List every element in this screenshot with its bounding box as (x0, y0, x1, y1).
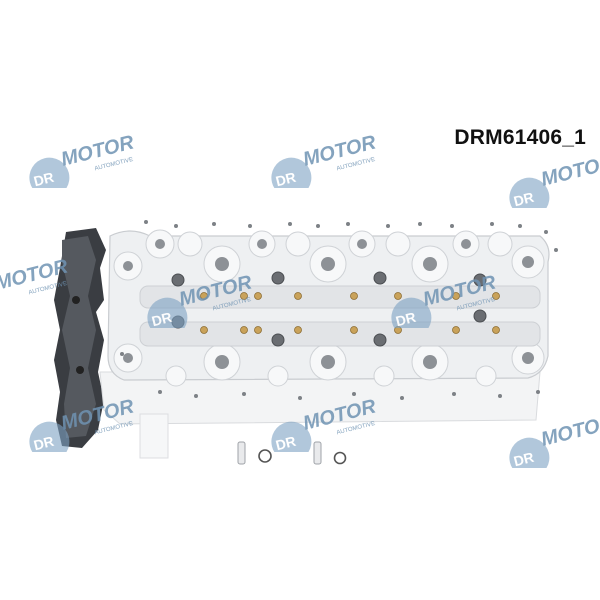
watermark-brand-left: DR (32, 433, 56, 452)
watermark-brand-left: DR (274, 433, 298, 452)
accessory-parts (237, 441, 347, 465)
dr-motor-watermark: DR MOTOR (509, 151, 600, 208)
dr-motor-watermark: DR MOTOR AUTOMOTIVE (29, 395, 137, 452)
end-flange (54, 228, 106, 448)
watermark-brand-right: MOTOR (539, 151, 600, 190)
watermark-brand-left: DR (394, 309, 418, 328)
watermark-brand-right: MOTOR (539, 411, 600, 450)
dr-motor-watermark: DR MOTOR (509, 411, 600, 468)
dr-motor-watermark: DR MOTOR AUTOMOTIVE (271, 395, 379, 452)
dr-motor-watermark: DR MOTOR AUTOMOTIVE (29, 131, 137, 188)
dr-motor-watermark: MOTOR AUTOMOTIVE (0, 255, 71, 296)
watermark-brand-left: DR (274, 169, 298, 188)
watermark-brand-left: DR (32, 169, 56, 188)
product-code-label: DRM61406_1 (454, 126, 586, 149)
dr-motor-watermark: DR MOTOR AUTOMOTIVE (271, 131, 379, 188)
watermark-brand-left: DR (512, 449, 536, 468)
dr-motor-watermark: DR MOTOR AUTOMOTIVE (147, 271, 255, 328)
watermark-brand-left: DR (512, 189, 536, 208)
dr-motor-watermark: DR MOTOR AUTOMOTIVE (391, 271, 499, 328)
watermark-brand-left: DR (150, 309, 174, 328)
